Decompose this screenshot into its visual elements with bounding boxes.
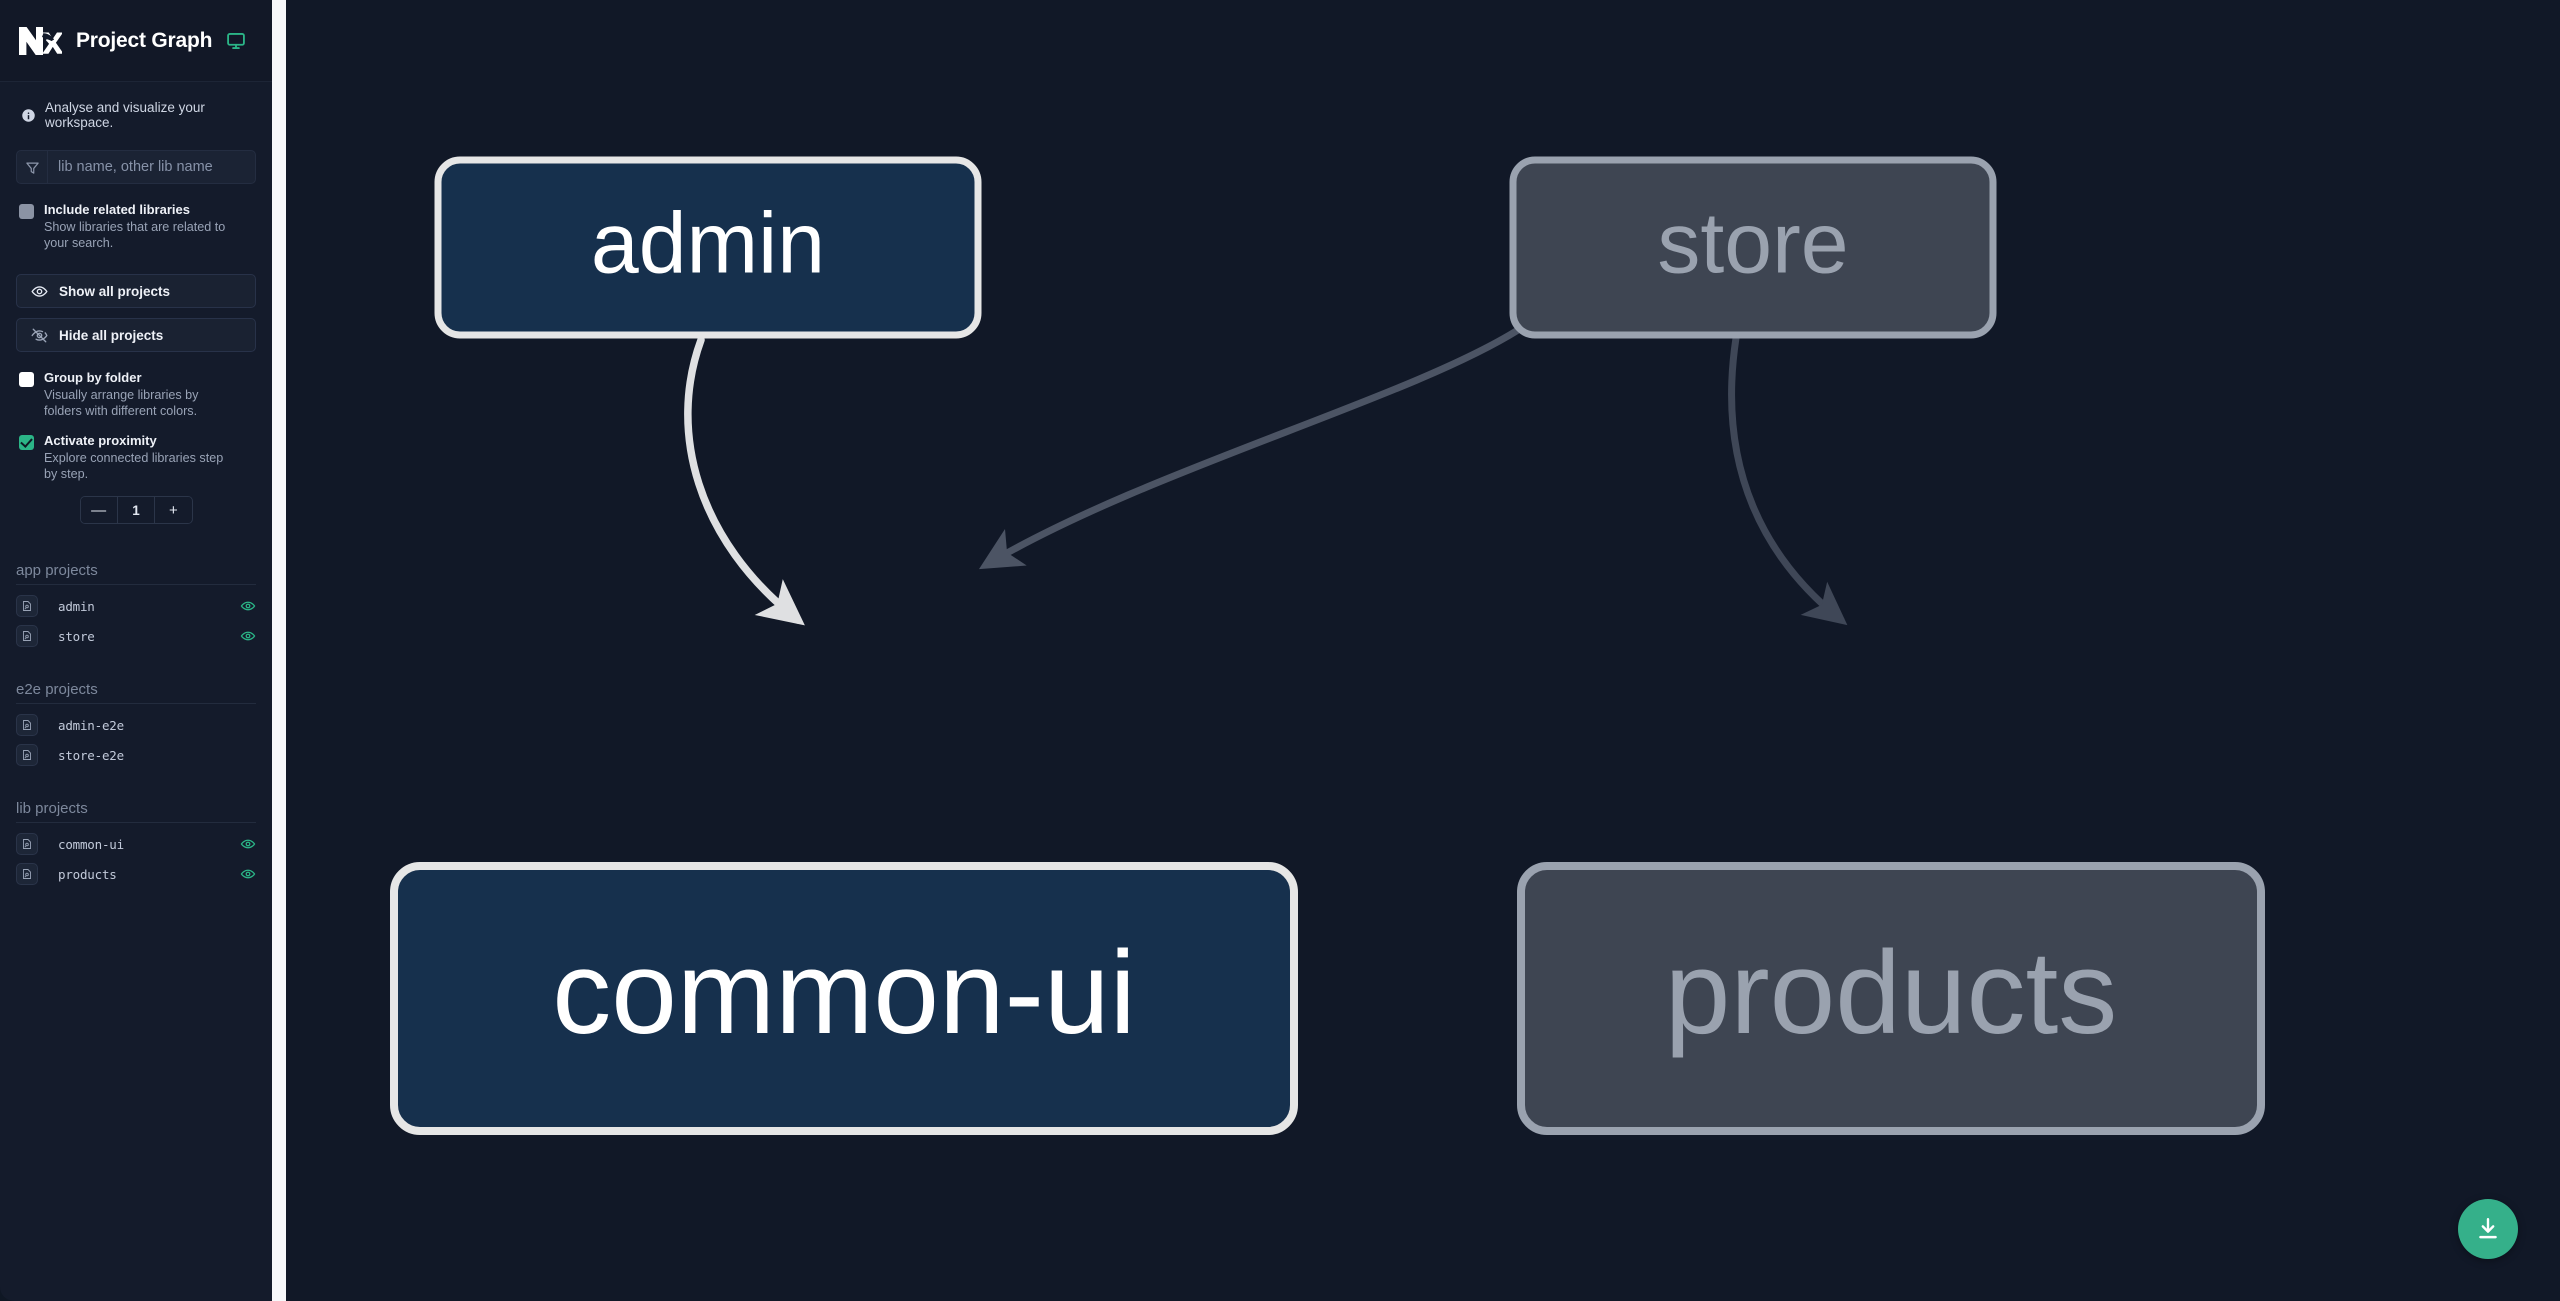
project-group-title: e2e projects — [16, 681, 98, 698]
eye-icon[interactable] — [240, 628, 256, 644]
project-list: app projects admin — [0, 524, 272, 1301]
nx-logo — [16, 19, 62, 63]
project-row-admin[interactable]: admin — [0, 591, 272, 621]
node-products-shape[interactable] — [1517, 862, 2265, 1135]
project-file-icon — [16, 595, 38, 617]
filter-funnel-icon — [17, 151, 48, 183]
proximity-decrement-button[interactable]: — — [80, 497, 117, 523]
graph-node-products[interactable]: products — [1517, 862, 2265, 1135]
project-group-e2e: e2e projects admin-e2e — [0, 681, 272, 770]
project-file-icon — [16, 625, 38, 647]
hide-all-projects-button[interactable]: Hide all projects — [16, 318, 256, 352]
download-button[interactable] — [2458, 1199, 2518, 1259]
option-label: Group by folder — [44, 370, 142, 385]
project-name: store-e2e — [58, 747, 124, 763]
divider — [16, 822, 256, 823]
node-common-ui-label: common-ui — [552, 927, 1136, 1059]
show-all-projects-button[interactable]: Show all projects — [16, 274, 256, 308]
graph-node-store[interactable]: store — [1509, 156, 1997, 339]
proximity-value: 1 — [116, 497, 156, 523]
option-label: Include related libraries — [44, 202, 190, 217]
eye-icon[interactable] — [240, 866, 256, 882]
project-group-lib: lib projects common-ui — [0, 800, 272, 889]
activate-proximity-checkbox[interactable] — [19, 435, 34, 450]
node-store-shape[interactable] — [1509, 156, 1997, 339]
divider — [16, 584, 256, 585]
project-group-title: lib projects — [16, 800, 88, 817]
node-admin-shape[interactable] — [434, 156, 982, 339]
project-name: common-ui — [58, 836, 124, 852]
project-row-admin-e2e[interactable]: admin-e2e — [0, 710, 272, 740]
eye-icon — [31, 283, 48, 300]
project-row-common-ui[interactable]: common-ui — [0, 829, 272, 859]
project-graph-svg: admin store common-ui products — [390, 156, 2265, 1135]
node-products-label: products — [1665, 927, 2118, 1059]
edge-store-to-products — [1728, 334, 1848, 626]
project-row-store[interactable]: store — [0, 621, 272, 651]
graph-node-common-ui[interactable]: common-ui — [390, 862, 1298, 1135]
search-box[interactable] — [16, 150, 256, 184]
info-icon — [21, 108, 36, 123]
search-input[interactable] — [48, 151, 255, 183]
divider — [16, 703, 256, 704]
option-description: Explore connected libraries step by step… — [44, 451, 224, 481]
edge-store-to-common-ui — [978, 326, 1522, 570]
option-label: Activate proximity — [44, 433, 157, 448]
node-store-label: store — [1657, 196, 1848, 292]
group-by-folder-checkbox[interactable] — [19, 372, 34, 387]
project-group-title: app projects — [16, 562, 98, 579]
graph-node-admin[interactable]: admin — [434, 156, 982, 339]
proximity-increment-button[interactable]: + — [155, 497, 192, 523]
project-name: admin-e2e — [58, 717, 124, 733]
option-activate-proximity[interactable]: Activate proximity Explore connected lib… — [0, 419, 272, 482]
proximity-stepper[interactable]: — 1 + — [79, 496, 193, 524]
hide-all-projects-label: Hide all projects — [59, 327, 164, 343]
node-admin-label: admin — [591, 196, 825, 292]
project-file-icon — [16, 863, 38, 885]
eye-icon[interactable] — [240, 836, 256, 852]
project-group-app: app projects admin — [0, 562, 272, 651]
project-file-icon — [16, 833, 38, 855]
project-file-icon — [16, 744, 38, 766]
sidebar-header: Project Graph — [0, 0, 272, 82]
edge-admin-to-common-ui — [684, 336, 805, 626]
tagline: Analyse and visualize your workspace. — [0, 82, 272, 144]
download-icon — [2475, 1216, 2501, 1242]
option-description: Visually arrange libraries by folders wi… — [44, 388, 199, 418]
project-name: admin — [58, 598, 95, 614]
tagline-text: Analyse and visualize your workspace. — [45, 100, 205, 130]
project-name: store — [58, 628, 95, 644]
node-common-ui-shape[interactable] — [390, 862, 1298, 1135]
include-related-libraries-checkbox[interactable] — [19, 204, 34, 219]
project-row-store-e2e[interactable]: store-e2e — [0, 740, 272, 770]
option-description: Show libraries that are related to your … — [44, 220, 226, 250]
eye-icon[interactable] — [240, 598, 256, 614]
eye-off-icon — [31, 327, 48, 344]
sidebar: Project Graph Analyse and visualize your… — [0, 0, 272, 1301]
project-file-icon — [16, 714, 38, 736]
graph-edges — [684, 326, 1848, 626]
show-all-projects-label: Show all projects — [59, 283, 171, 299]
option-group-by-folder[interactable]: Group by folder Visually arrange librari… — [0, 352, 272, 419]
page-title: Project Graph — [76, 28, 213, 52]
graph-canvas[interactable]: admin store common-ui products — [286, 0, 2560, 1301]
sidebar-scrollbar[interactable] — [272, 0, 286, 1301]
monitor-icon[interactable] — [226, 31, 246, 51]
option-include-related-libraries[interactable]: Include related libraries Show libraries… — [0, 184, 272, 251]
project-row-products[interactable]: products — [0, 859, 272, 889]
project-name: products — [58, 866, 117, 882]
